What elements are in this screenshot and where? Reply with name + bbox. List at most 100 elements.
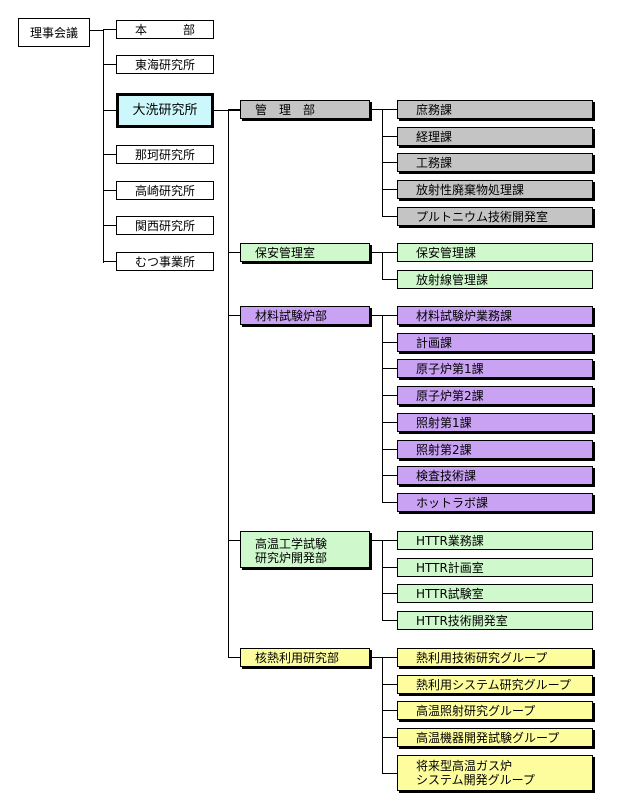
unit-label: 計画課	[416, 335, 453, 350]
unit-box: 照射第2課	[397, 440, 593, 459]
connector-line	[382, 684, 398, 685]
unit-box: 材料試験炉業務課	[397, 306, 593, 325]
connector-line	[103, 110, 117, 111]
org-box-level1: 本 部	[116, 20, 214, 39]
connector-line	[103, 154, 117, 155]
org-box-level1: 高崎研究所	[116, 181, 214, 200]
connector-line	[103, 261, 117, 262]
org-label: むつ事業所	[134, 254, 195, 269]
connector-line	[228, 109, 241, 110]
unit-box: HTTR計画室	[397, 558, 593, 577]
department-box: 核熱利用研究部	[240, 648, 370, 667]
connector-line	[228, 252, 241, 253]
org-label: 東海研究所	[134, 57, 195, 72]
unit-label: 放射性廃棄物処理課	[416, 182, 525, 197]
unit-box: 照射第1課	[397, 413, 593, 432]
org-box-level1: 那珂研究所	[116, 145, 214, 164]
unit-label: 保安管理課	[416, 245, 477, 260]
unit-label: 放射線管理課	[416, 272, 489, 287]
department-label: 核熱利用研究部	[255, 650, 340, 665]
connector-line	[382, 737, 398, 738]
connector-line	[382, 540, 383, 621]
unit-box: 工務課	[397, 153, 593, 172]
connector-line	[370, 315, 398, 316]
unit-box: 熱利用技術研究グループ	[397, 648, 593, 667]
connector-line	[370, 109, 398, 110]
department-label: 管 理 部	[255, 102, 316, 117]
department-box: 保安管理室	[240, 243, 370, 262]
unit-label: 将来型高温ガス炉	[416, 759, 513, 773]
department-label: 研究炉開発部	[255, 551, 328, 565]
unit-box: HTTR技術開発室	[397, 611, 593, 630]
connector-line	[103, 29, 117, 30]
connector-line	[228, 540, 241, 541]
unit-label: 高温機器開発試験グループ	[416, 730, 560, 745]
department-box: 高温工学試験研究炉開発部	[240, 531, 370, 568]
connector-line	[382, 342, 398, 343]
connector-line	[382, 252, 383, 280]
unit-box: 原子炉第1課	[397, 359, 593, 378]
unit-label: 検査技術課	[416, 468, 477, 483]
connector-line	[103, 30, 104, 263]
unit-label: プルトニウム技術開発室	[416, 209, 549, 224]
org-box-level1: むつ事業所	[116, 252, 214, 271]
connector-line	[103, 64, 117, 65]
connector-line	[382, 593, 398, 594]
connector-line	[382, 475, 398, 476]
org-box-level1: 大洗研究所	[116, 93, 214, 128]
unit-label: HTTR計画室	[416, 560, 484, 575]
unit-box: 計画課	[397, 333, 593, 352]
connector-line	[382, 315, 383, 503]
unit-box: 庶務課	[397, 100, 593, 119]
unit-box: 保安管理課	[397, 243, 593, 262]
connector-line	[382, 136, 398, 137]
unit-label: ホットラボ課	[416, 495, 489, 510]
connector-line	[382, 162, 398, 163]
connector-line	[103, 225, 117, 226]
unit-box: 放射性廃棄物処理課	[397, 180, 593, 199]
department-box: 管 理 部	[240, 100, 370, 119]
connector-line	[370, 252, 398, 253]
connector-line	[382, 189, 398, 190]
unit-box: 高温照射研究グループ	[397, 701, 593, 720]
department-label: 保安管理室	[255, 245, 316, 260]
unit-label: 原子炉第1課	[416, 361, 484, 376]
org-box-level1: 東海研究所	[116, 55, 214, 74]
org-label: 那珂研究所	[134, 147, 195, 162]
unit-label: 材料試験炉業務課	[416, 308, 513, 323]
connector-line	[228, 315, 241, 316]
unit-label: 高温照射研究グループ	[416, 703, 536, 718]
unit-label: システム開発グループ	[416, 773, 535, 787]
connector-line	[382, 657, 383, 774]
connector-line	[382, 620, 398, 621]
unit-label: HTTR業務課	[416, 533, 484, 548]
connector-line	[382, 449, 398, 450]
unit-label: 原子炉第2課	[416, 388, 484, 403]
connector-line	[382, 773, 398, 774]
org-label: 本 部	[134, 22, 195, 37]
connector-line	[370, 540, 398, 541]
unit-box: 将来型高温ガス炉システム開発グループ	[397, 755, 593, 791]
root-box: 理事会議	[18, 18, 90, 47]
department-box: 材料試験炉部	[240, 306, 370, 325]
connector-line	[90, 30, 104, 31]
unit-box: ホットラボ課	[397, 493, 593, 512]
connector-line	[382, 567, 398, 568]
connector-line	[228, 110, 229, 658]
unit-label: 熱利用技術研究グループ	[416, 650, 548, 665]
unit-label: 照射第1課	[416, 415, 472, 430]
unit-box: 熱利用システム研究グループ	[397, 675, 593, 694]
unit-box: 高温機器開発試験グループ	[397, 728, 593, 747]
org-label: 関西研究所	[134, 218, 195, 233]
unit-box: HTTR業務課	[397, 531, 593, 550]
connector-line	[103, 190, 117, 191]
unit-label: 経理課	[416, 129, 453, 144]
unit-label: 庶務課	[416, 102, 453, 117]
unit-box: 原子炉第2課	[397, 386, 593, 405]
unit-box: プルトニウム技術開発室	[397, 207, 593, 226]
department-label: 材料試験炉部	[255, 308, 328, 323]
unit-label: 熱利用システム研究グループ	[416, 677, 571, 692]
root-label: 理事会議	[29, 25, 78, 40]
connector-line	[382, 502, 398, 503]
